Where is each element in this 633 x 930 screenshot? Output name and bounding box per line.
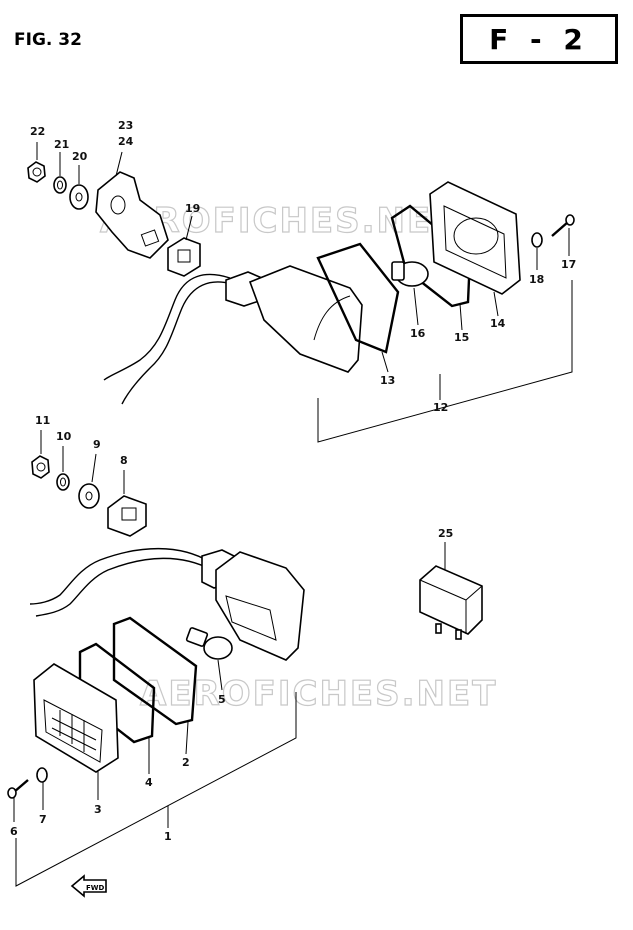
watermark-bottom: AEROFICHES.NET <box>140 674 497 714</box>
part-lock-washer-10 <box>56 473 70 491</box>
part-nut-11 <box>31 455 50 479</box>
part-washer-9 <box>78 483 100 509</box>
callout-24: 24 <box>118 135 134 148</box>
callout-20: 20 <box>72 150 88 163</box>
part-housing-12 <box>225 265 363 373</box>
callout-23: 23 <box>118 119 133 132</box>
part-housing-1 <box>201 549 305 661</box>
callout-17: 17 <box>561 258 576 271</box>
callout-25: 25 <box>438 527 453 540</box>
part-screw-17 <box>551 214 575 237</box>
callout-4: 4 <box>145 776 153 789</box>
part-lock-washer-21 <box>53 176 67 194</box>
callout-5: 5 <box>218 693 226 706</box>
part-bulb-16 <box>391 261 429 287</box>
callout-3: 3 <box>94 803 102 816</box>
part-screw-6 <box>7 779 29 799</box>
callout-1: 1 <box>164 830 172 843</box>
callout-10: 10 <box>56 430 72 443</box>
callout-9: 9 <box>93 438 101 451</box>
callout-12: 12 <box>433 401 448 414</box>
part-relay-25 <box>419 565 483 640</box>
wire-upper-1 <box>103 273 231 381</box>
callout-7: 7 <box>39 813 47 826</box>
callout-6: 6 <box>10 825 18 838</box>
callout-11: 11 <box>35 414 50 427</box>
part-lens-3 <box>33 663 119 773</box>
part-grommet-8 <box>107 495 147 537</box>
part-washer-7 <box>36 767 48 783</box>
part-washer-20 <box>69 184 89 210</box>
callout-8: 8 <box>120 454 128 467</box>
part-bulb-5 <box>185 627 233 660</box>
fwd-arrow-icon: FWD <box>70 874 107 898</box>
part-lens-14 <box>429 181 521 295</box>
callout-21: 21 <box>54 138 69 151</box>
part-gasket-2 <box>112 616 198 726</box>
section-code: F - 2 <box>489 23 589 56</box>
wire-lower-1 <box>29 547 211 605</box>
part-bracket-23-24 <box>95 171 169 259</box>
part-grommet-19 <box>167 237 201 277</box>
section-code-box: F - 2 <box>460 14 618 64</box>
part-nut-22 <box>27 161 46 183</box>
figure-label: FIG. 32 <box>14 30 82 50</box>
callout-16: 16 <box>410 327 426 340</box>
callout-18: 18 <box>529 273 544 286</box>
callout-14: 14 <box>490 317 506 330</box>
fwd-label: FWD <box>86 884 105 892</box>
part-gasket-13 <box>316 242 400 354</box>
callout-2: 2 <box>182 756 190 769</box>
part-washer-18 <box>531 232 543 248</box>
callout-19: 19 <box>185 202 200 215</box>
wire-upper-2 <box>121 281 233 405</box>
wire-lower-2 <box>35 557 213 617</box>
callout-13: 13 <box>380 374 395 387</box>
callout-22: 22 <box>30 125 45 138</box>
callout-15: 15 <box>454 331 469 344</box>
